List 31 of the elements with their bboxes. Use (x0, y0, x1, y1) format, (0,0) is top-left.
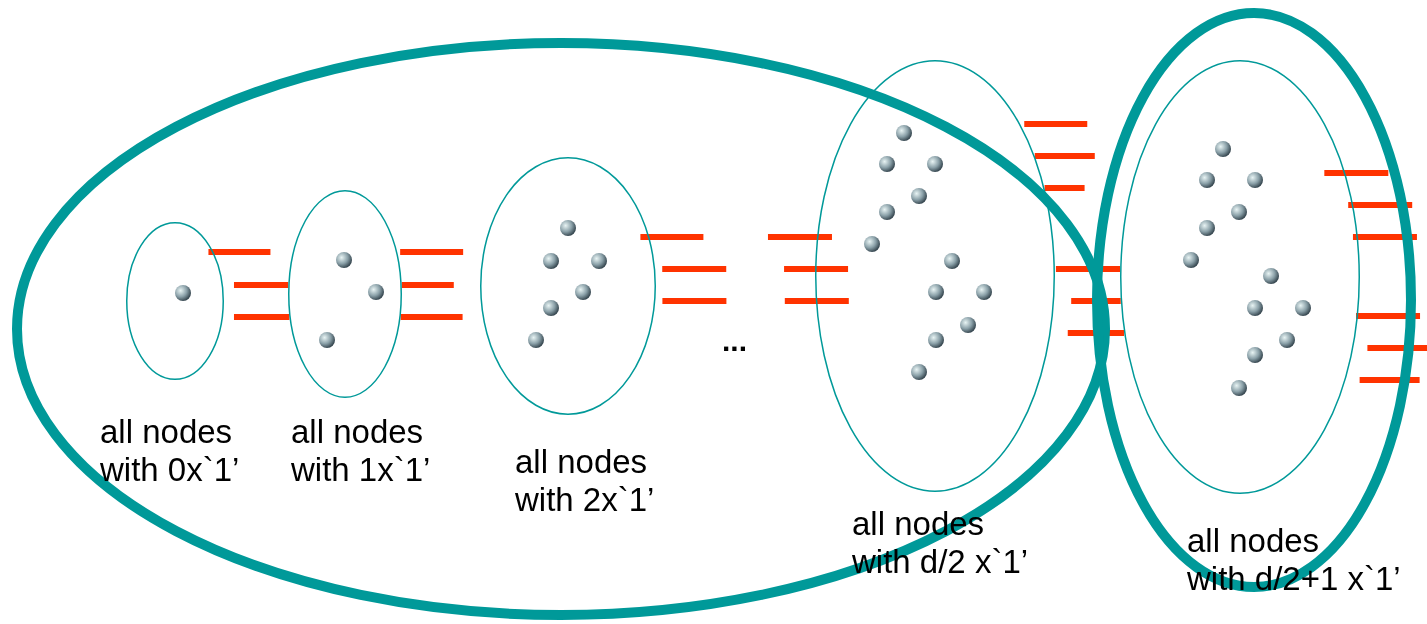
edge-line (662, 298, 727, 304)
edge-line (1024, 121, 1088, 127)
group-ellipse (1092, 8, 1416, 592)
edge-line (1359, 377, 1420, 383)
group-ellipse (288, 190, 402, 398)
edge-line (1044, 185, 1085, 191)
edge-line (401, 282, 454, 288)
group-ellipse (1120, 60, 1360, 494)
group-ellipse (126, 222, 224, 380)
edge-line (1367, 345, 1427, 351)
edge-line (1055, 266, 1121, 272)
edge-line (400, 314, 463, 320)
node-caption: all nodes with 0x`1’ (100, 413, 240, 489)
group-ellipse (815, 60, 1055, 492)
edge-line (1348, 202, 1413, 208)
edge-line (784, 266, 849, 272)
node-caption: all nodes with 1x`1’ (291, 413, 431, 489)
edge-line (1352, 234, 1417, 240)
edge-line (400, 249, 464, 255)
edge-line (1356, 313, 1421, 319)
edge-line (1034, 153, 1095, 159)
edge-line (662, 266, 727, 272)
ellipsis-label: ... (722, 323, 747, 359)
edge-line (640, 234, 704, 240)
edge-line (767, 234, 832, 240)
edge-line (208, 249, 271, 255)
node-caption: all nodes with 2x`1’ (515, 443, 655, 519)
group-ellipse (480, 157, 656, 415)
edge-line (784, 298, 849, 304)
group-ellipse (12, 38, 1110, 620)
edge-line (1324, 170, 1389, 176)
